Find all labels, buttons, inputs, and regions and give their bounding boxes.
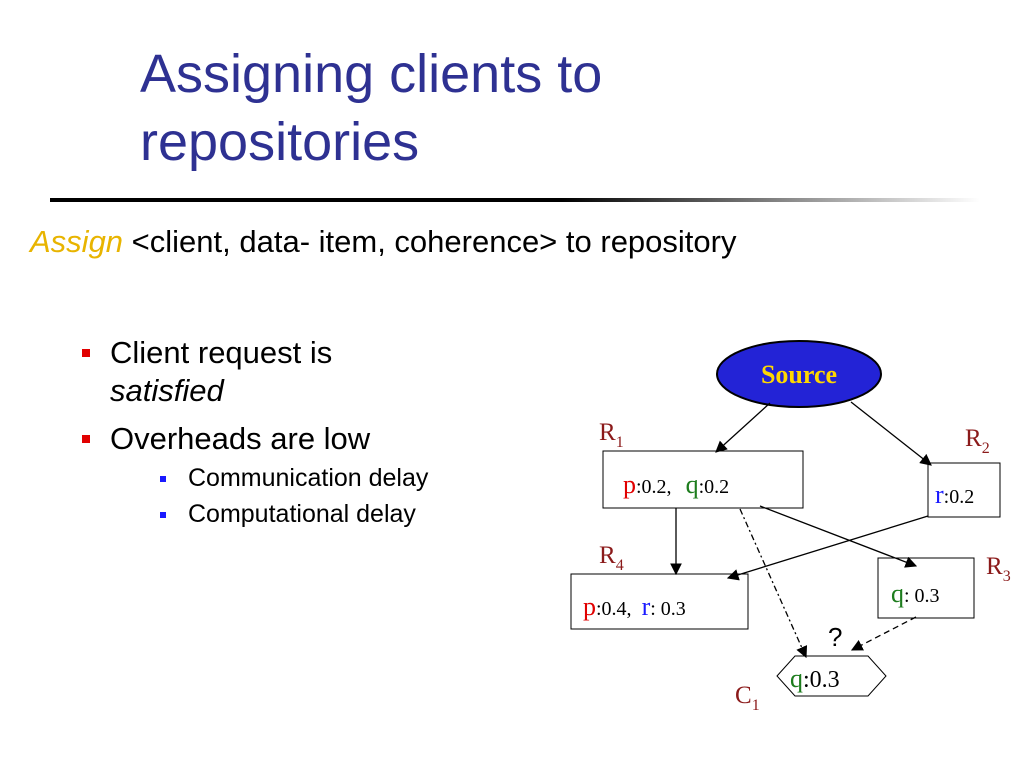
repository-r3-box — [877, 557, 975, 619]
client-c1-node — [776, 655, 887, 697]
repository-r4-items: p:0.4,r: 0.3 — [583, 592, 686, 621]
repository-r3-items: q: 0.3 — [891, 579, 940, 608]
title-divider — [50, 198, 980, 202]
sub-bullet-communication: Communication delay — [158, 462, 520, 494]
repository-r1-label: R1 — [599, 419, 624, 451]
repository-r1-box — [602, 450, 804, 509]
bullet-text: Overheads are low — [110, 421, 371, 456]
arrow-r1-to-c1-dashdot — [739, 508, 808, 659]
repository-r2-box — [927, 462, 1001, 518]
title-line-2: repositories — [140, 112, 420, 172]
bullet-list: Client request is satisfied Overheads ar… — [80, 334, 520, 540]
client-c1-value: q:0.3 — [790, 664, 840, 693]
arrow-r1-to-r3 — [759, 505, 918, 568]
client-c1-label: C1 — [735, 682, 760, 714]
bullet-emphasis: satisfied — [110, 373, 224, 408]
arrow-r2-to-r4 — [726, 515, 929, 581]
subtitle-keyword: Assign — [30, 224, 124, 259]
arrow-source-to-r1 — [715, 402, 771, 453]
question-mark: ? — [828, 622, 842, 652]
subtitle-rest: <client, data- item, coherence> to repos… — [123, 224, 737, 259]
bullet-item-overheads: Overheads are low Communication delay Co… — [80, 420, 520, 530]
sub-bullet-computational: Computational delay — [158, 498, 520, 530]
repository-r2-items: r:0.2 — [935, 480, 974, 509]
source-label: Source — [761, 360, 837, 389]
subtitle: Assign <client, data- item, coherence> t… — [30, 224, 736, 260]
bullet-text: Client request is — [110, 335, 333, 370]
arrow-source-to-r2 — [850, 401, 932, 466]
repository-r2-label: R2 — [965, 425, 990, 457]
bullet-item-satisfied: Client request is satisfied — [80, 334, 520, 410]
slide-title: Assigning clients to repositories — [140, 40, 1000, 176]
repository-r4-box — [570, 573, 749, 630]
source-node — [716, 340, 882, 408]
title-line-1: Assigning clients to — [140, 44, 603, 104]
repository-r3-label: R3 — [986, 553, 1011, 585]
sub-bullet-list: Communication delay Computational delay — [110, 462, 520, 530]
arrow-r3-to-c1-dashed — [850, 616, 917, 651]
repository-r1-items: p:0.2,q:0.2 — [623, 470, 729, 499]
repository-r4-label: R4 — [599, 542, 624, 574]
